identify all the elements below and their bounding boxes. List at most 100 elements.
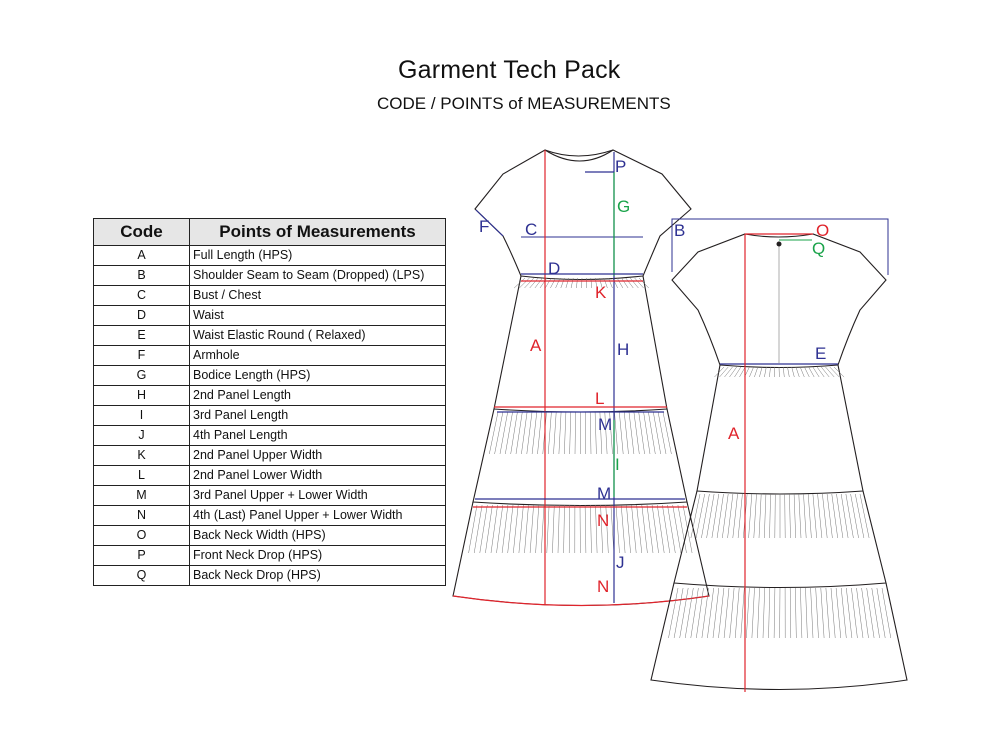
gather-line (729, 587, 735, 639)
gather-line (764, 493, 767, 539)
back-labels: B O Q E A (674, 221, 829, 443)
gather-line (782, 366, 785, 378)
gather-line (540, 504, 545, 554)
front-bodice-outline (474, 149, 692, 281)
gather-line (845, 493, 854, 539)
gather-line (751, 587, 755, 639)
gather-line (630, 277, 639, 289)
label-K: K (595, 283, 607, 302)
gather-line (494, 411, 504, 455)
gather-line (817, 493, 823, 539)
gather-line (646, 504, 654, 554)
label-L: L (595, 389, 604, 408)
gather-line (524, 504, 529, 554)
label-E: E (815, 344, 826, 363)
gather-line (638, 411, 645, 455)
gather-line (749, 366, 754, 378)
gather-line (529, 504, 534, 554)
gather-line (643, 411, 651, 455)
gather-line (866, 587, 875, 639)
gather-line (648, 411, 656, 455)
gather-line (672, 504, 682, 554)
row-description: Back Neck Drop (HPS) (189, 565, 446, 586)
gather-line (807, 493, 812, 539)
gather-line (820, 587, 825, 639)
row-description: Back Neck Width (HPS) (189, 525, 446, 546)
gather-line (810, 587, 814, 639)
gather-line (560, 277, 565, 289)
front-skirt-tier4 (452, 501, 710, 607)
gather-line (831, 493, 838, 539)
label-front-A: A (530, 336, 542, 355)
gather-line (711, 493, 720, 539)
gather-line (529, 277, 539, 289)
gather-line (748, 493, 753, 539)
gather-line (496, 504, 504, 554)
gather-line (795, 366, 800, 378)
back-skirt-tier2 (696, 364, 864, 495)
gather-line (812, 493, 817, 539)
gather-line (719, 366, 729, 378)
gather-line (816, 366, 825, 378)
gather-line (616, 277, 624, 289)
gather-line (667, 504, 676, 554)
gather-line (846, 587, 853, 639)
gather-line (590, 277, 593, 289)
page-subtitle: CODE / POINTS of MEASUREMENTS (377, 94, 671, 113)
gather-line (468, 504, 478, 554)
gather-line (821, 366, 830, 378)
gather-line (633, 411, 640, 455)
gather-line (521, 411, 528, 455)
front-dress (452, 149, 710, 607)
gather-line (599, 411, 603, 455)
gather-line (714, 366, 725, 378)
gather-line (795, 587, 797, 639)
gather-line (707, 587, 714, 639)
gather-line (594, 411, 597, 455)
gather-line (609, 411, 613, 455)
gather-line (701, 493, 710, 539)
back-zip-pull (776, 241, 782, 247)
gather-line (815, 587, 819, 639)
gather-line (519, 277, 530, 289)
gather-line (505, 411, 513, 455)
gather-line (757, 587, 760, 639)
gather-line (696, 587, 704, 639)
front-labels: F C D P G K A H L M I M N J N (479, 157, 630, 596)
gather-line (526, 411, 533, 455)
gather-line (798, 493, 802, 539)
gather-line (651, 504, 659, 554)
gather-line (634, 277, 644, 289)
line-front-N2 (452, 595, 710, 607)
gather-line (695, 493, 705, 539)
gather-line (727, 493, 734, 539)
gather-line (589, 411, 592, 455)
gather-line (625, 277, 634, 289)
gather-line (808, 366, 815, 378)
row-description: Bodice Length (HPS) (189, 365, 446, 386)
gather-line (628, 411, 635, 455)
gather-line (604, 411, 608, 455)
gather-line (489, 411, 499, 455)
gather-line (876, 587, 886, 639)
gather-line (565, 277, 570, 289)
gather-line (547, 411, 552, 455)
gather-line (668, 587, 679, 639)
gather-line (608, 277, 613, 289)
back-skirt-tier4 (650, 582, 908, 691)
gather-line (829, 366, 840, 378)
gather-line (510, 411, 518, 455)
gather-line (473, 504, 483, 554)
gather-line (539, 277, 548, 289)
